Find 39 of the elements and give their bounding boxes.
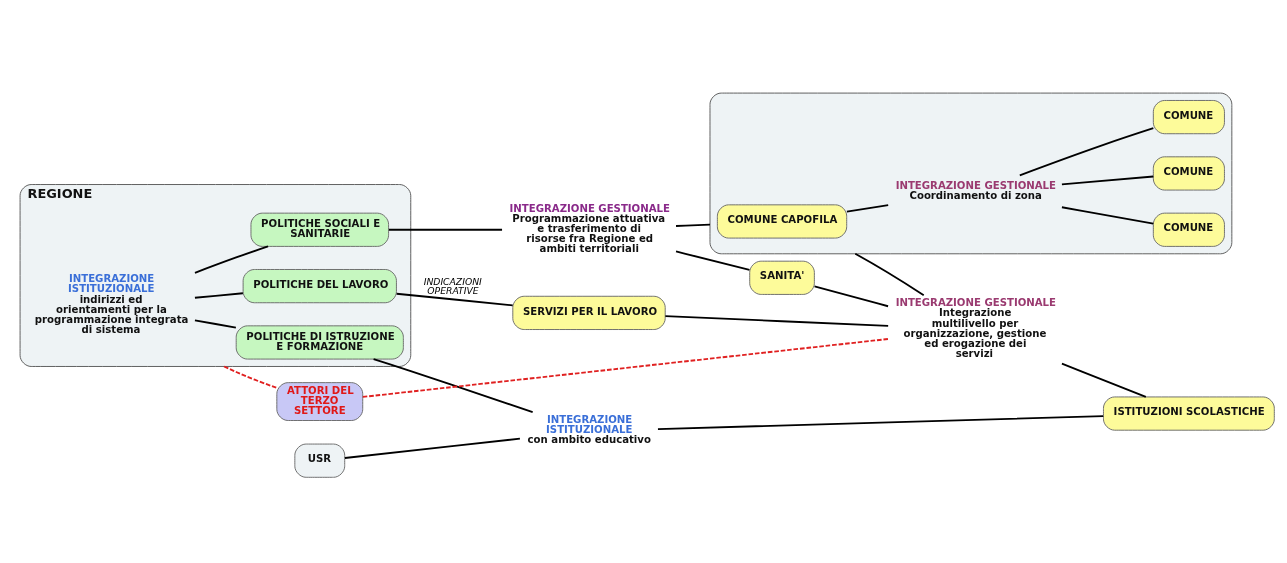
node-box: SANITA' [749,260,815,295]
connector [387,228,503,231]
node-box: SERVIZI PER IL LAVORO [512,295,666,330]
connector [1018,127,1155,177]
connector [854,252,925,297]
node-box: USR [294,443,346,478]
node-box: COMUNE [1152,100,1225,135]
connector [194,292,244,299]
node-text: INTEGRAZIONE GESTIONALE Programmazione attuativa e trasferimento di risorse fra Regione ed ambiti territoriali [509,202,670,255]
connector [664,315,890,327]
node-box: ISTITUZIONI SCOLASTICHE [1103,396,1275,431]
node-box: POLITICHE DEL LAVORO [242,269,397,304]
cluster [709,92,1233,255]
connector [194,319,237,329]
node-box: COMUNE [1152,212,1225,247]
connector [1061,206,1155,225]
node-text: INTEGRAZIONE ISTITUZIONALE con ambito educativo [527,414,651,446]
connector [372,358,534,413]
connector [1061,362,1147,398]
node-box: COMUNE [1152,156,1225,191]
connector [845,204,890,213]
connector [813,285,889,308]
edge-label: INDICAZIONI OPERATIVE [423,276,482,297]
connector [194,245,269,274]
node-box: ATTORI DEL TERZO SETTORE [276,382,364,421]
connector [657,415,1105,431]
connector [675,250,751,271]
connector [1061,175,1155,186]
connector [395,292,514,307]
connector [361,338,890,398]
node-text: INTEGRAZIONE GESTIONALE Integrazione multilivello per organizzazione, gestione ed erogazione dei servizi [895,297,1057,360]
node-text: INTEGRAZIONE GESTIONALE Coordinamento di zona [895,179,1057,202]
connector [675,223,711,227]
node-text: INTEGRAZIONE ISTITUZIONALE indirizzi ed orientamenti per la programmazione integrata di sistema [34,273,189,336]
node-box: COMUNE CAPOFILA [716,204,848,239]
node-box: POLITICHE DI ISTRUZIONE E FORMAZIONE [235,325,404,360]
connector [223,365,278,389]
connector [343,437,521,459]
node-box: POLITICHE SOCIALI E SANITARIE [250,212,390,247]
